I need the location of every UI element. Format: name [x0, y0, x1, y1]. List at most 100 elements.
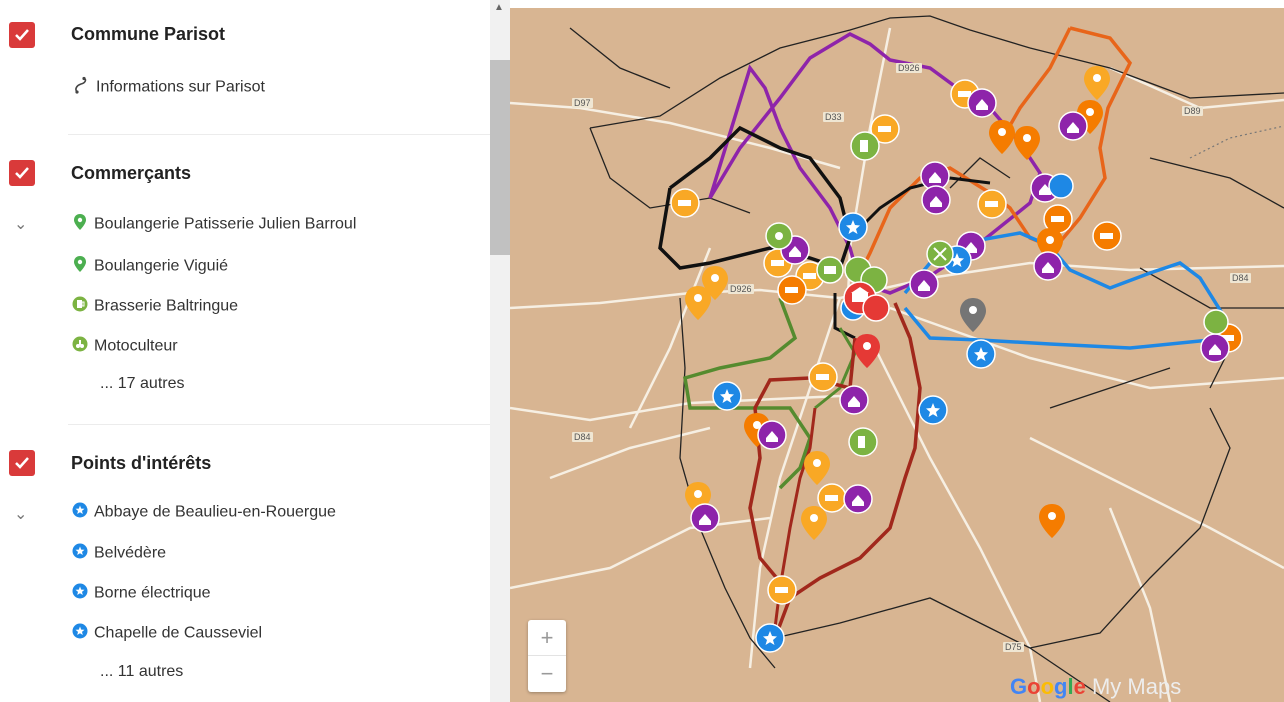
blue-route	[903, 231, 1228, 350]
my-maps-text: My Maps	[1091, 674, 1182, 699]
more-link[interactable]: ... 11 autres	[100, 663, 184, 680]
blue-star-marker[interactable]	[1048, 173, 1074, 199]
list-item[interactable]: Borne électrique	[72, 583, 211, 604]
blue-star-marker[interactable]	[838, 212, 868, 242]
blue-star-marker[interactable]	[966, 339, 996, 369]
item-label: Belvédère	[94, 544, 167, 562]
road-label: D97	[572, 98, 593, 108]
list-item[interactable]: Chapelle de Causseviel	[72, 623, 262, 644]
layer-checkbox[interactable]	[9, 450, 35, 476]
purple-house-marker[interactable]	[909, 269, 939, 299]
red-marker[interactable]	[862, 294, 890, 322]
green-marker[interactable]	[816, 256, 844, 284]
scroll-up-arrow-icon[interactable]: ▲	[494, 2, 504, 13]
purple-house-marker[interactable]	[757, 420, 787, 450]
green-gear-marker[interactable]	[765, 222, 793, 250]
layer-title[interactable]: Commune Parisot	[71, 24, 226, 44]
orange-cow-marker[interactable]	[767, 575, 797, 605]
more-link[interactable]: ... 17 autres	[100, 375, 185, 392]
purple-house-marker[interactable]	[1200, 333, 1230, 363]
beer-icon	[72, 296, 88, 317]
green-fuel-marker[interactable]	[850, 131, 880, 161]
orange-cow-marker[interactable]	[777, 275, 807, 305]
divider	[68, 424, 490, 425]
road-label: D926	[728, 284, 754, 294]
orange-cow-marker[interactable]	[977, 189, 1007, 219]
star-icon	[72, 543, 88, 564]
green-beer-marker[interactable]	[848, 427, 878, 457]
item-label: Motoculteur	[94, 337, 178, 355]
list-item[interactable]: Belvédère	[72, 543, 166, 564]
layer-checkbox[interactable]	[9, 160, 35, 186]
purple-house-marker[interactable]	[1058, 111, 1088, 141]
green-marker[interactable]	[926, 240, 954, 268]
item-label: Chapelle de Causseviel	[94, 624, 263, 642]
list-item[interactable]: Abbaye de Beaulieu-en-Rouergue	[72, 502, 336, 523]
list-item[interactable]: Informations sur Parisot	[72, 76, 265, 99]
orange-cow-marker[interactable]	[870, 114, 900, 144]
item-label: Brasserie Baltringue	[94, 297, 239, 315]
blue-star-marker[interactable]	[918, 395, 948, 425]
chevron-down-icon[interactable]: ⌄	[14, 216, 28, 233]
purple-route	[708, 32, 1042, 295]
black-route-spur	[833, 293, 856, 340]
star-icon	[72, 502, 88, 523]
orange-cow-marker[interactable]	[808, 362, 838, 392]
item-label: Abbaye de Beaulieu-en-Rouergue	[94, 503, 336, 521]
road-label: D89	[1182, 106, 1203, 116]
layer-title[interactable]: Commerçants	[71, 163, 192, 183]
purple-house-marker[interactable]	[690, 503, 720, 533]
item-label: Boulangerie Patisserie Julien Barroul	[94, 215, 357, 233]
purple-house-marker[interactable]	[843, 484, 873, 514]
road-label: D84	[1230, 273, 1251, 283]
layer-commune-parisot: Commune Parisot Informations sur Parisot	[0, 0, 490, 130]
list-item[interactable]: Brasserie Baltringue	[72, 296, 238, 317]
layers-sidebar: Commune Parisot Informations sur Parisot…	[0, 0, 490, 702]
item-label: Borne électrique	[94, 584, 211, 602]
list-item[interactable]: Boulangerie Patisserie Julien Barroul	[72, 213, 356, 236]
purple-house-marker[interactable]	[967, 88, 997, 118]
orange-pin-marker[interactable]	[685, 286, 711, 320]
star-icon	[72, 623, 88, 644]
orange-pin-marker[interactable]	[1039, 504, 1065, 538]
purple-house-marker[interactable]	[1033, 251, 1063, 281]
red-pin-marker[interactable]	[854, 334, 880, 368]
blue-star-marker[interactable]	[755, 623, 785, 653]
list-item[interactable]: Boulangerie Viguié	[72, 255, 228, 278]
map-canvas[interactable]: D97 D926 D33 D89 D926 D84 D84 D75 + − Go…	[510, 8, 1284, 702]
purple-house-marker[interactable]	[839, 385, 869, 415]
dotted-boundary	[1189, 125, 1284, 159]
zoom-in-button[interactable]: +	[528, 620, 566, 656]
green-route	[683, 297, 812, 490]
orange-cow-marker[interactable]	[1092, 221, 1122, 251]
tool-icon	[72, 336, 88, 357]
layer-title[interactable]: Points d'intérêts	[71, 453, 212, 473]
orange-pin-marker[interactable]	[1014, 126, 1040, 160]
route-icon	[72, 76, 90, 99]
road-label: D33	[823, 112, 844, 122]
orange-cow-marker[interactable]	[817, 483, 847, 513]
orange-pin-marker[interactable]	[989, 120, 1015, 154]
road-label: D75	[1003, 642, 1024, 652]
purple-house-marker[interactable]	[921, 185, 951, 215]
list-item[interactable]: Motoculteur	[72, 336, 178, 357]
orange-cow-marker[interactable]	[670, 188, 700, 218]
zoom-out-button[interactable]: −	[540, 661, 554, 686]
chevron-down-icon[interactable]: ⌄	[14, 506, 28, 523]
grey-pin-marker[interactable]	[960, 298, 986, 332]
map-markers	[670, 66, 1243, 653]
darkred-route	[773, 302, 922, 639]
green-route-branch	[814, 327, 857, 410]
orange-pin-marker[interactable]	[801, 506, 827, 540]
green-marker[interactable]	[1203, 309, 1229, 335]
pin-icon	[72, 213, 88, 236]
divider	[68, 134, 490, 135]
orange-pin-marker[interactable]	[804, 451, 830, 485]
sidebar-scrollbar[interactable]: ▲	[490, 0, 510, 702]
scroll-thumb[interactable]	[490, 60, 510, 255]
orange-pin-marker[interactable]	[1084, 66, 1110, 100]
google-my-maps-logo: Google My Maps	[1010, 674, 1181, 700]
commune-boundaries	[569, 15, 1284, 702]
blue-star-marker[interactable]	[712, 381, 742, 411]
layer-checkbox[interactable]	[9, 22, 35, 48]
